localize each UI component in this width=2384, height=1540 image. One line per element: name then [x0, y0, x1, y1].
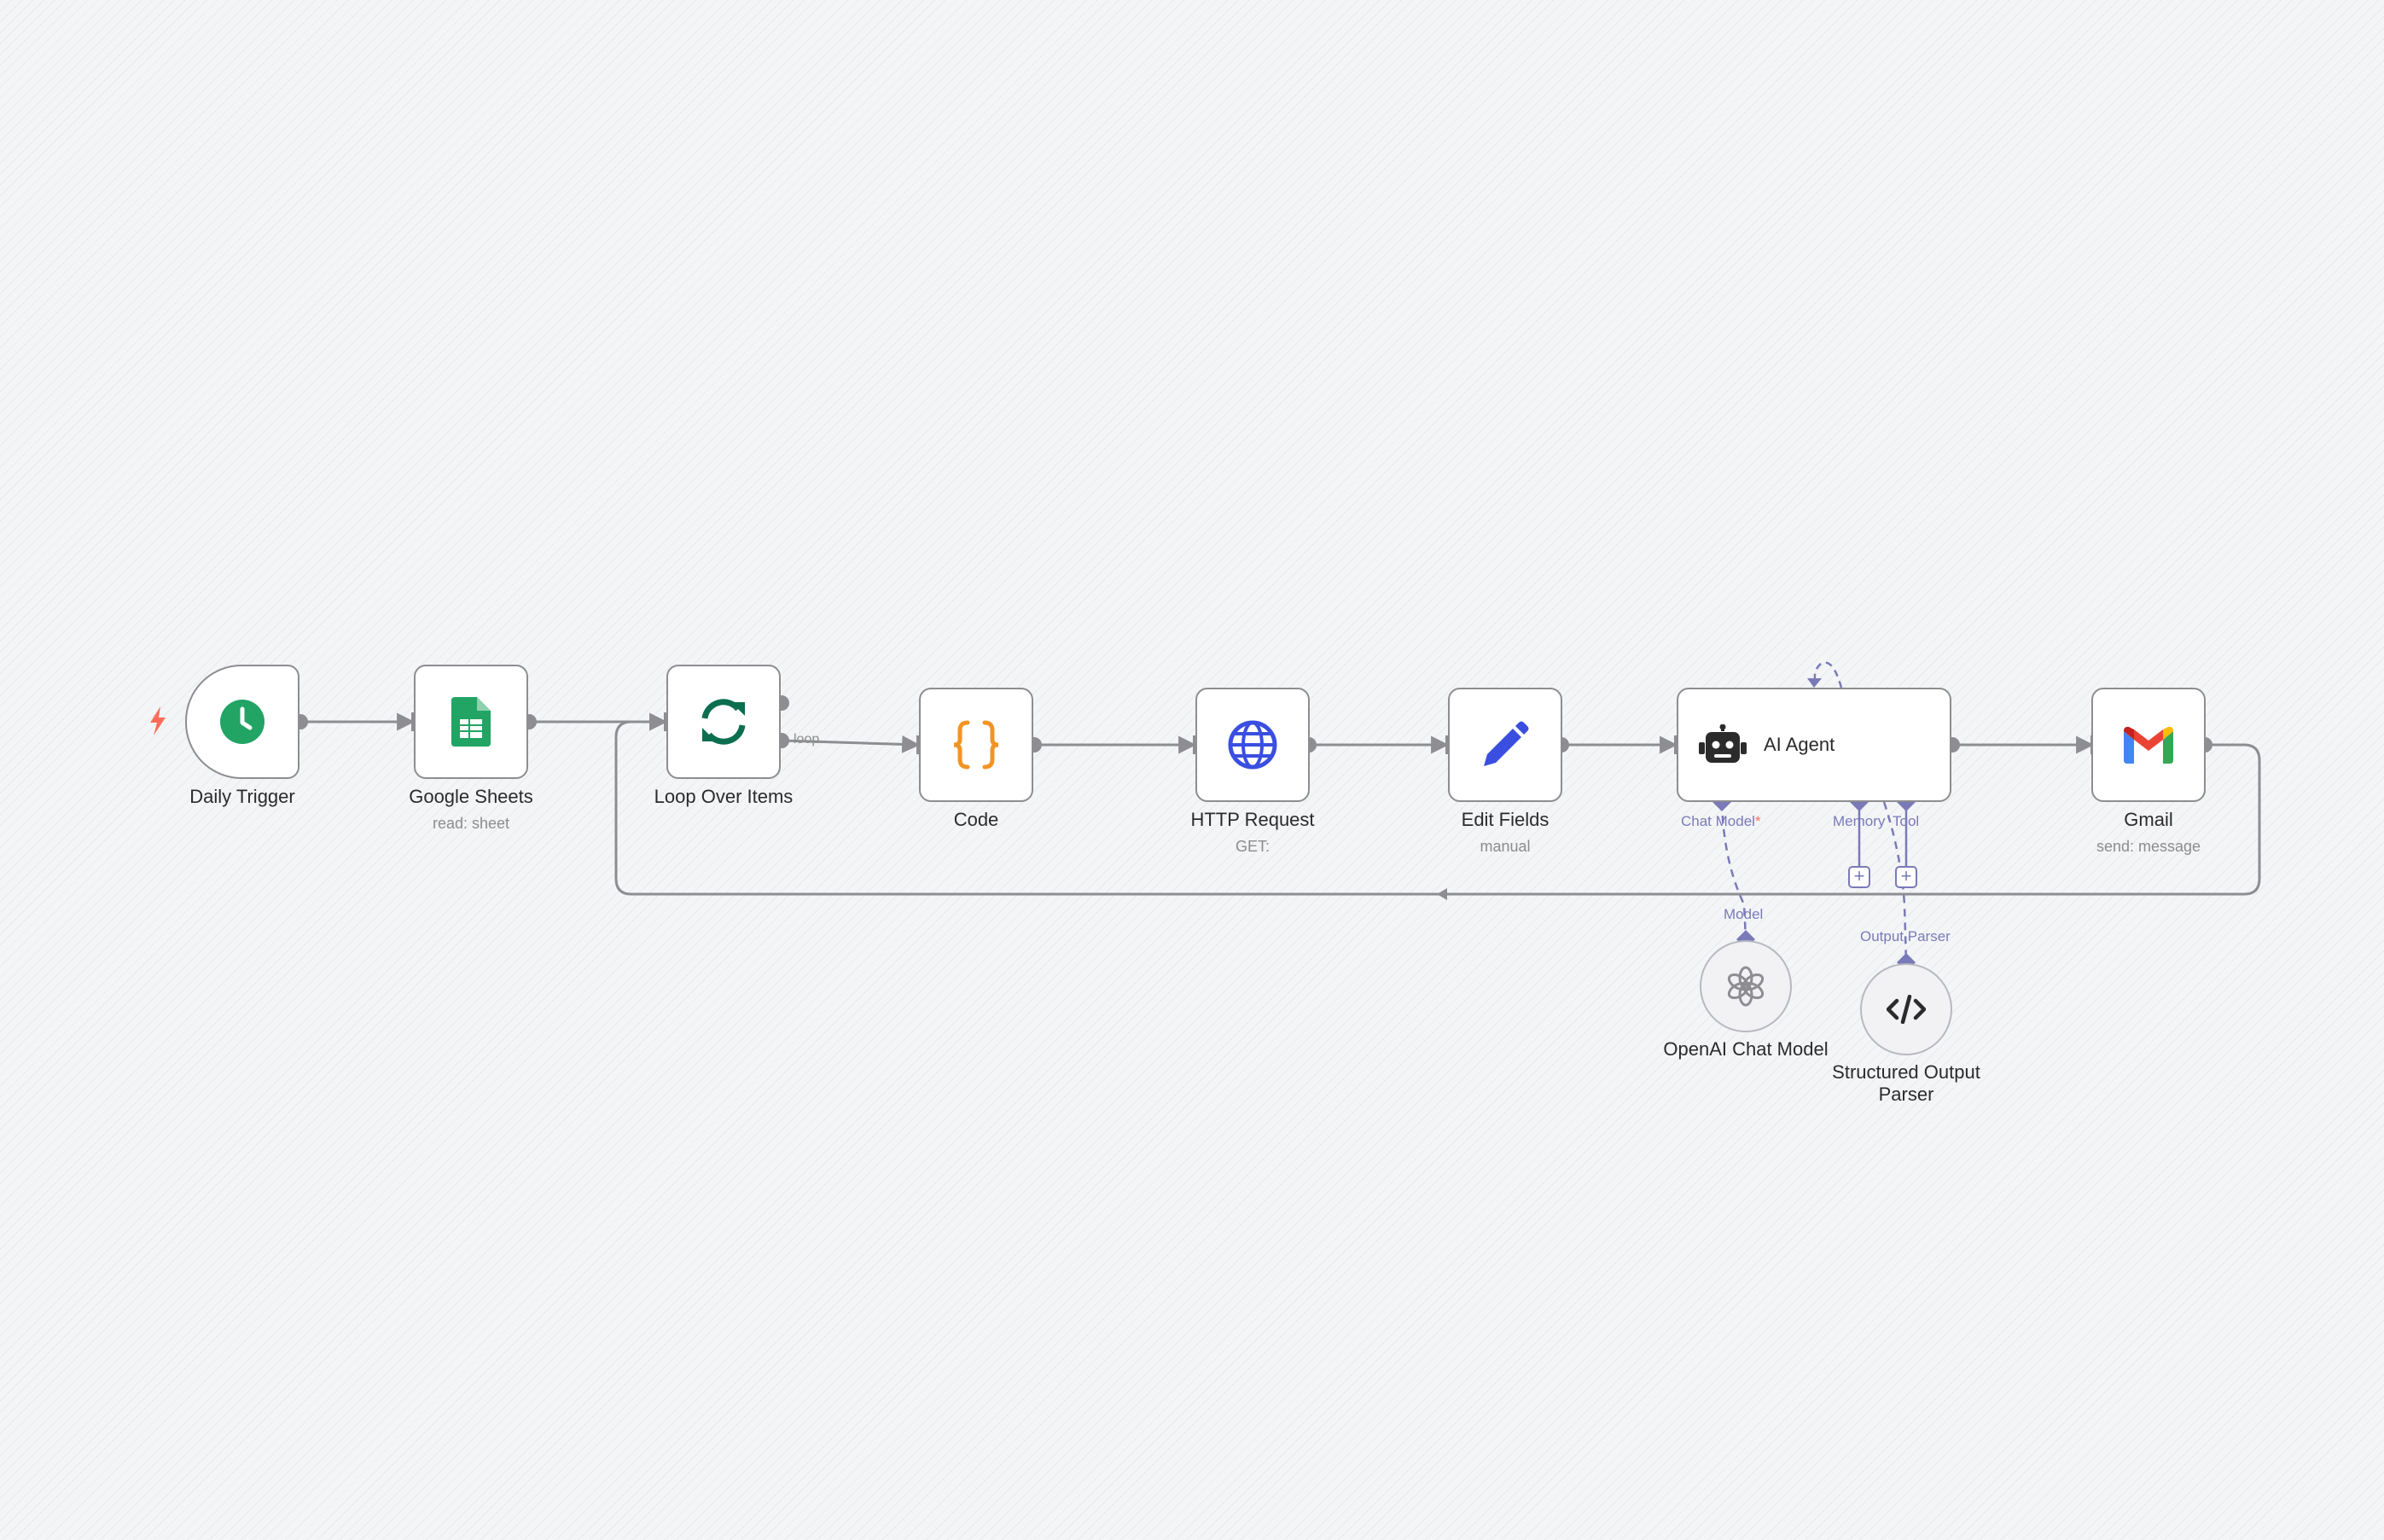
node-label-structured-output-parser: Structured Output Parser	[1778, 1061, 2034, 1106]
handle-label-tool: Tool	[1893, 813, 1920, 829]
agent-self-arrow	[1807, 678, 1822, 688]
node-subtitle-http-request: GET:	[1235, 838, 1270, 855]
node-openai-chat-model[interactable]	[1700, 940, 1792, 1032]
add-tool-button[interactable]: +	[1895, 866, 1917, 888]
handle-label-chat-model: Chat Model*	[1681, 813, 1761, 830]
code-input-handle[interactable]	[916, 735, 921, 754]
handle-label-model: Model	[1724, 906, 1764, 922]
node-loop-over-items[interactable]	[666, 665, 781, 779]
node-code[interactable]	[919, 688, 1033, 802]
handle-label-chat-model-text: Chat Model	[1681, 813, 1755, 829]
globe-icon	[1228, 720, 1277, 770]
google-sheets-icon	[451, 697, 491, 747]
handle-label-output-parser: Output Parser	[1860, 928, 1951, 944]
node-label-loop-over-items: Loop Over Items	[654, 786, 794, 807]
handle-label-memory: Memory	[1833, 813, 1886, 829]
node-label-code: Code	[953, 809, 999, 830]
node-http-request[interactable]	[1195, 688, 1310, 802]
node-label-structured-output-parser-line1: Structured Output	[1832, 1061, 1980, 1083]
node-label-google-sheets: Google Sheets	[409, 786, 533, 807]
node-label-structured-output-parser-line2: Parser	[1878, 1084, 1934, 1105]
loop-back-direction-arrow	[1437, 888, 1447, 900]
connection-output-parser[interactable]	[1882, 801, 1908, 963]
node-ai-agent[interactable]: AI Agent	[1677, 688, 1951, 802]
node-edit-fields[interactable]	[1448, 688, 1562, 802]
http-input-handle[interactable]	[1193, 735, 1197, 754]
code-brackets-icon	[1887, 995, 1926, 1024]
connection-gmail-loop-back[interactable]	[614, 712, 2261, 896]
openai-icon	[1727, 966, 1765, 1007]
node-label-gmail: Gmail	[2124, 809, 2173, 830]
clock-icon	[220, 700, 265, 744]
edge-label-loop: loop	[794, 732, 820, 747]
robot-icon	[1699, 724, 1747, 763]
pencil-icon	[1484, 721, 1529, 766]
curly-braces-icon	[953, 720, 999, 770]
loop-input-handle[interactable]	[664, 712, 668, 731]
node-subtitle-gmail: send: message	[2096, 838, 2201, 855]
node-label-edit-fields: Edit Fields	[1461, 809, 1550, 830]
sheets-input-handle[interactable]	[411, 712, 416, 731]
required-marker: *	[1754, 813, 1761, 829]
node-google-sheets[interactable]	[414, 665, 528, 779]
node-structured-output-parser[interactable]	[1860, 963, 1952, 1055]
connection-chat-model[interactable]	[1720, 801, 1747, 939]
node-subtitle-edit-fields: manual	[1480, 838, 1531, 855]
edit-input-handle[interactable]	[1445, 735, 1450, 754]
node-label-daily-trigger: Daily Trigger	[189, 786, 295, 807]
node-label-openai-chat-model: OpenAI Chat Model	[1663, 1038, 1829, 1060]
refresh-icon	[701, 699, 746, 745]
node-daily-trigger[interactable]	[185, 665, 299, 779]
node-subtitle-google-sheets: read: sheet	[432, 815, 510, 832]
gmail-icon	[2124, 726, 2173, 764]
trigger-bolt-icon	[150, 706, 166, 735]
node-label-http-request: HTTP Request	[1190, 809, 1315, 830]
connection-agent-self[interactable]	[1813, 661, 1843, 689]
node-label-ai-agent: AI Agent	[1764, 734, 1835, 755]
add-memory-button[interactable]: +	[1848, 866, 1870, 888]
agent-input-handle[interactable]	[1674, 735, 1678, 754]
node-gmail[interactable]	[2091, 688, 2206, 802]
connection-loop-code[interactable]	[781, 735, 921, 753]
